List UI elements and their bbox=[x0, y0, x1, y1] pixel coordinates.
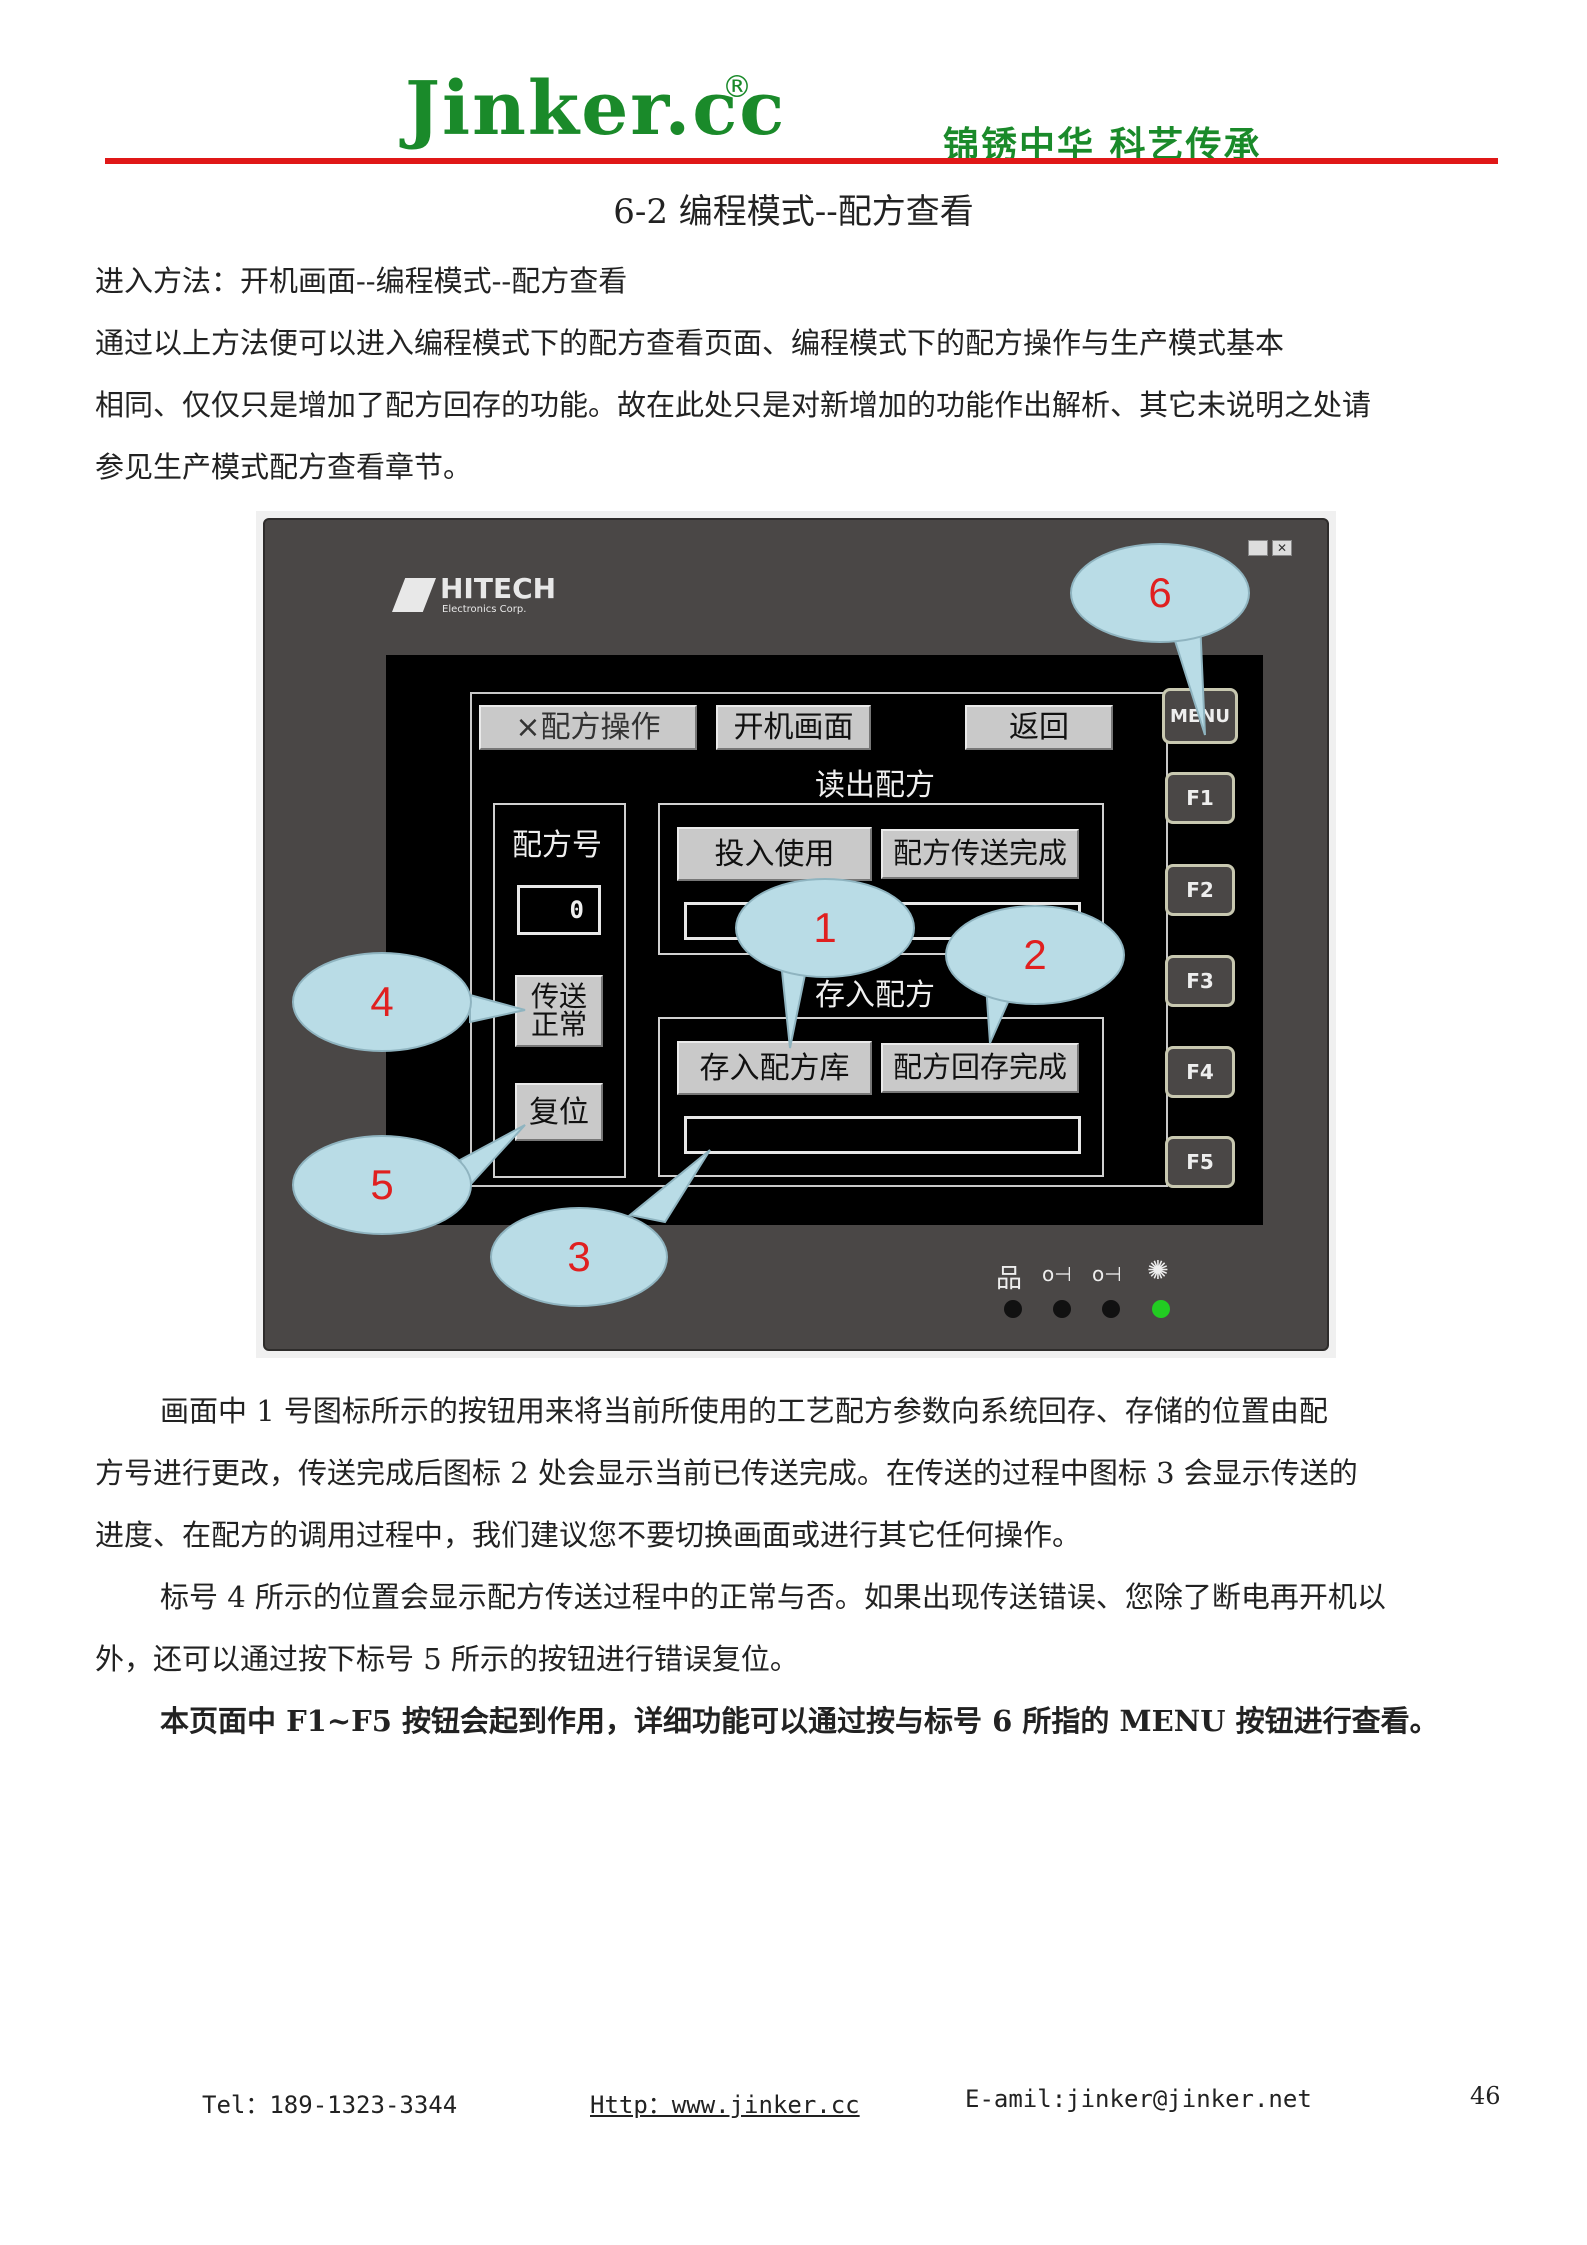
status-line-1: 传送 bbox=[530, 980, 587, 1013]
status-led bbox=[1053, 1300, 1071, 1318]
recipe-number-label: 配方号 bbox=[512, 828, 602, 863]
minimize-icon[interactable] bbox=[1248, 540, 1268, 556]
intro-line-2: 相同、仅仅只是增加了配方回存的功能。故在此处只是对新增加的功能作出解析、其它未说… bbox=[95, 388, 1372, 422]
boot-screen-button[interactable]: 开机画面 bbox=[716, 705, 871, 750]
back-button[interactable]: 返回 bbox=[965, 705, 1113, 750]
callout-6: 6 bbox=[1070, 543, 1250, 643]
brand-name: HITECH bbox=[440, 572, 557, 605]
power-led bbox=[1152, 1300, 1170, 1318]
f5-key[interactable]: F5 bbox=[1165, 1136, 1235, 1188]
read-complete-indicator: 配方传送完成 bbox=[881, 829, 1079, 879]
callout-1: 1 bbox=[735, 878, 915, 978]
desc-line-4: 标号 4 所示的位置会显示配方传送过程中的正常与否。如果出现传送错误、您除了断电… bbox=[160, 1580, 1386, 1614]
footer-website-text[interactable]: Http：www.jinker.cc bbox=[590, 2091, 860, 2119]
callout-pointer-3 bbox=[627, 1149, 711, 1224]
f4-key[interactable]: F4 bbox=[1165, 1046, 1235, 1098]
bold-note: 本页面中 F1~F5 按钮会起到作用，详细功能可以通过按与标号 6 所指的 ME… bbox=[160, 1704, 1439, 1738]
registered-mark: ® bbox=[722, 70, 752, 105]
callout-2: 2 bbox=[945, 905, 1125, 1005]
save-recipe-title: 存入配方 bbox=[815, 978, 935, 1013]
recipe-number-box bbox=[493, 803, 626, 1178]
transfer-status: 传送 正常 bbox=[515, 975, 603, 1047]
entry-method: 进入方法：开机画面--编程模式--配方查看 bbox=[95, 264, 628, 298]
footer-tel: Tel：189-1323-3344 bbox=[202, 2091, 458, 2119]
reset-button[interactable]: 复位 bbox=[515, 1083, 603, 1141]
save-progress-bar bbox=[684, 1116, 1081, 1154]
header-divider bbox=[105, 158, 1498, 164]
desc-line-3: 进度、在配方的调用过程中，我们建议您不要切换画面或进行其它任何操作。 bbox=[95, 1518, 1082, 1552]
use-recipe-button[interactable]: 投入使用 bbox=[677, 827, 872, 881]
desc-line-5: 外，还可以通过按下标号 5 所示的按钮进行错误复位。 bbox=[95, 1642, 799, 1676]
status-led bbox=[1102, 1300, 1120, 1318]
section-title: 6-2 编程模式--配方查看 bbox=[613, 192, 974, 232]
intro-line-3: 参见生产模式配方查看章节。 bbox=[95, 450, 473, 484]
desc-line-2: 方号进行更改，传送完成后图标 2 处会显示当前已传送完成。在传送的过程中图标 3… bbox=[95, 1456, 1358, 1490]
status-led bbox=[1004, 1300, 1022, 1318]
save-to-library-button[interactable]: 存入配方库 bbox=[677, 1041, 872, 1095]
screen-panel bbox=[470, 692, 1168, 1187]
footer-website[interactable]: Http：www.jinker.cc bbox=[590, 2085, 860, 2120]
network-icon: 品 bbox=[996, 1264, 1023, 1294]
close-icon[interactable]: ✕ bbox=[1272, 540, 1292, 556]
f1-key[interactable]: F1 bbox=[1165, 772, 1235, 824]
light-icon: ✺ bbox=[1147, 1256, 1169, 1286]
f3-key[interactable]: F3 bbox=[1165, 955, 1235, 1007]
read-recipe-title: 读出配方 bbox=[815, 768, 935, 803]
recipe-number-input[interactable]: 0 bbox=[517, 885, 601, 935]
intro-line-1: 通过以上方法便可以进入编程模式下的配方查看页面、编程模式下的配方操作与生产模式基… bbox=[95, 326, 1285, 360]
footer-email[interactable]: E-amil:jinker@jinker.net bbox=[965, 2085, 1312, 2113]
f2-key[interactable]: F2 bbox=[1165, 864, 1235, 916]
status-line-2: 正常 bbox=[530, 1008, 587, 1041]
brand-subtitle: Electronics Corp. bbox=[442, 604, 527, 615]
callout-5: 5 bbox=[292, 1135, 472, 1235]
key-icon: o⊣ bbox=[1092, 1262, 1122, 1286]
key-icon: o⊣ bbox=[1042, 1262, 1072, 1286]
callout-pointer-4 bbox=[469, 993, 526, 1024]
recipe-operation-button[interactable]: ×配方操作 bbox=[479, 705, 697, 750]
desc-line-1: 画面中 1 号图标所示的按钮用来将当前所使用的工艺配方参数向系统回存、存储的位置… bbox=[160, 1394, 1328, 1428]
callout-4: 4 bbox=[292, 952, 472, 1052]
save-complete-indicator: 配方回存完成 bbox=[881, 1043, 1079, 1093]
callout-3: 3 bbox=[490, 1207, 668, 1307]
site-logo: Jinker.cc bbox=[405, 66, 787, 152]
page-number: 46 bbox=[1470, 2082, 1501, 2110]
save-recipe-box bbox=[658, 1017, 1104, 1177]
